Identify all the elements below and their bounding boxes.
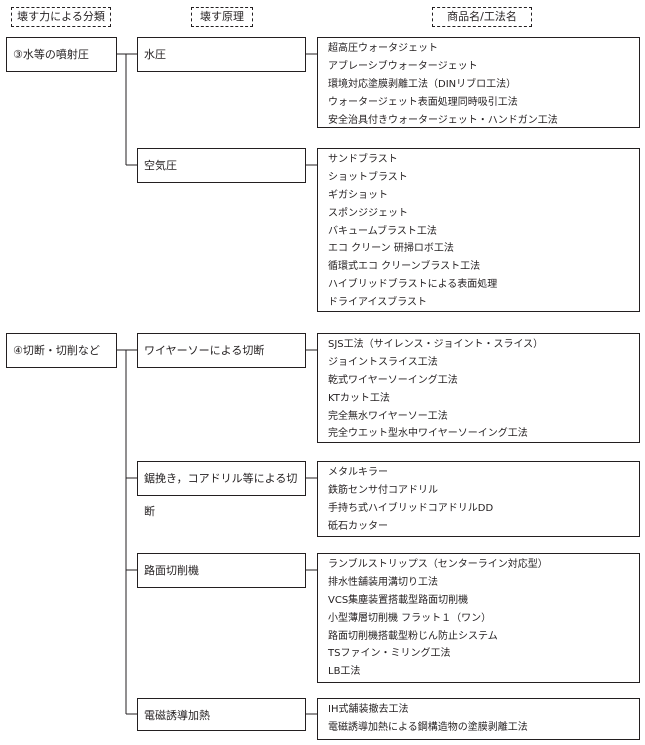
method-item: 電磁誘導加熱による鋼構造物の塗膜剥離工法 bbox=[328, 721, 528, 733]
method-item: 排水性舗装用溝切り工法 bbox=[328, 576, 438, 588]
header-principle: 壊す原理 bbox=[191, 7, 253, 27]
method-list-sawing-core-drill: メタルキラー 鉄筋センサ付コアドリル 手持ち式ハイブリッドコアドリルDD 砥石カ… bbox=[317, 461, 640, 537]
category-box-water-jet: ③水等の噴射圧 bbox=[6, 37, 117, 72]
method-item: スポンジジェット bbox=[328, 207, 408, 219]
method-list-induction-heating: IH式舗装撤去工法 電磁誘導加熱による鋼構造物の塗膜剥離工法 bbox=[317, 698, 640, 740]
principle-box-water-pressure: 水圧 bbox=[137, 37, 306, 72]
method-item: 安全治具付きウォータージェット・ハンドガン工法 bbox=[328, 114, 558, 126]
method-item: メタルキラー bbox=[328, 467, 388, 478]
method-list-air-pressure: サンドブラスト ショットブラスト ギガショット スポンジジェット バキュームブラ… bbox=[317, 148, 640, 312]
method-item: バキュームブラスト工法 bbox=[328, 225, 437, 237]
method-item: ギガショット bbox=[328, 189, 388, 201]
method-item: ジョイントスライス工法 bbox=[328, 356, 438, 368]
method-list-water-pressure: 超高圧ウォータジェット アブレーシブウォータージェット 環境対応塗膜剥離工法（D… bbox=[317, 37, 640, 128]
method-item: 路面切削機搭載型粉じん防止システム bbox=[328, 630, 498, 642]
principle-box-air-pressure: 空気圧 bbox=[137, 148, 306, 183]
method-item: 環境対応塗膜剥離工法（DINリブロ工法） bbox=[328, 78, 517, 90]
method-item: TSファイン・ミリング工法 bbox=[328, 648, 451, 660]
method-item: 完全ウエット型水中ワイヤーソーイング工法 bbox=[328, 428, 528, 440]
method-item: 循環式エコ クリーンブラスト工法 bbox=[328, 261, 481, 273]
header-product: 商品名/工法名 bbox=[432, 7, 532, 27]
principle-box-road-milling: 路面切削機 bbox=[137, 553, 306, 588]
principle-box-induction-heating: 電磁誘導加熱 bbox=[137, 698, 306, 731]
method-list-wire-saw: SJS工法（サイレンス・ジョイント・スライス） ジョイントスライス工法 乾式ワイ… bbox=[317, 333, 640, 443]
method-item: 超高圧ウォータジェット bbox=[328, 43, 438, 54]
method-item: 小型薄層切削機 フラット１（ワン） bbox=[328, 612, 492, 624]
header-category: 壊す力による分類 bbox=[11, 7, 111, 27]
method-item: ハイブリッドブラストによる表面処理 bbox=[328, 279, 498, 291]
principle-box-wire-saw: ワイヤーソーによる切断 bbox=[137, 333, 306, 368]
principle-box-sawing-core-drill: 鋸挽き，コアドリル等による切断 bbox=[137, 461, 306, 518]
method-item: SJS工法（サイレンス・ジョイント・スライス） bbox=[328, 339, 544, 350]
category-box-cutting: ④切断・切削など bbox=[6, 333, 117, 368]
method-item: サンドブラスト bbox=[328, 154, 398, 165]
method-item: エコ クリーン 研掃ロボ工法 bbox=[328, 243, 454, 255]
method-item: ランブルストリップス（センターライン対応型） bbox=[328, 559, 548, 570]
method-item: 鉄筋センサ付コアドリル bbox=[328, 484, 438, 496]
method-item: ショットブラスト bbox=[328, 171, 408, 183]
method-item: 乾式ワイヤーソーイング工法 bbox=[328, 374, 458, 386]
method-item: ドライアイスブラスト bbox=[328, 297, 427, 309]
method-item: 手持ち式ハイブリッドコアドリルDD bbox=[328, 502, 494, 514]
method-item: 完全無水ワイヤーソー工法 bbox=[328, 410, 448, 422]
method-item: VCS集塵装置搭載型路面切削機 bbox=[328, 594, 469, 606]
method-item: ウォータージェット表面処理同時吸引工法 bbox=[328, 96, 518, 108]
method-item: KTカット工法 bbox=[328, 392, 390, 404]
method-list-road-milling: ランブルストリップス（センターライン対応型） 排水性舗装用溝切り工法 VCS集塵… bbox=[317, 553, 640, 683]
method-item: LB工法 bbox=[328, 666, 361, 678]
method-item: 砥石カッター bbox=[328, 520, 388, 532]
method-item: IH式舗装撤去工法 bbox=[328, 704, 409, 715]
method-item: アブレーシブウォータージェット bbox=[328, 60, 478, 72]
